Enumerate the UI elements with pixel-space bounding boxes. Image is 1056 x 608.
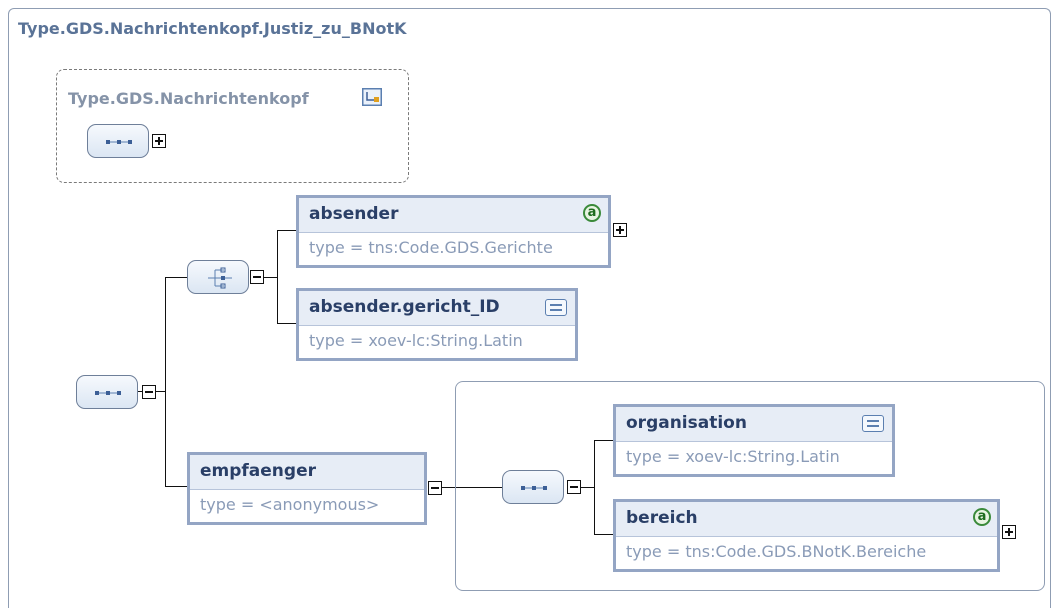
extension-base-frame (56, 69, 409, 183)
collapse-toggle-button[interactable] (142, 385, 156, 399)
element-name: empfaenger (200, 461, 316, 481)
extension-base-title: Type.GDS.Nachrichtenkopf (68, 89, 309, 108)
sequence-compositor-icon[interactable] (502, 470, 564, 504)
anonymous-type-frame (455, 381, 1045, 591)
element-header (616, 502, 997, 537)
expand-toggle-button[interactable] (613, 223, 627, 237)
element-header (299, 291, 575, 326)
element-header (616, 407, 892, 442)
type-link-icon[interactable] (362, 88, 382, 106)
element-name: absender.gericht_ID (309, 297, 500, 317)
connector-line (165, 486, 188, 487)
element-name: absender (309, 204, 399, 224)
element-organisation[interactable]: organisation type = xoev-lc:String.Latin (613, 404, 895, 477)
element-empfaenger[interactable]: empfaenger type = <anonymous> (187, 452, 427, 525)
connector-line (580, 487, 594, 488)
element-name: bereich (626, 508, 698, 528)
element-name: organisation (626, 413, 747, 433)
collapse-toggle-button[interactable] (250, 270, 264, 284)
connector-line (277, 323, 297, 324)
connector-line (594, 440, 614, 441)
element-type: type = <anonymous> (200, 495, 380, 514)
complex-type-frame (8, 8, 1051, 608)
documentation-icon (545, 299, 567, 316)
connector-line (442, 487, 502, 488)
complex-type-title: Type.GDS.Nachrichtenkopf.Justiz_zu_BNotK (18, 19, 407, 38)
choice-compositor-icon[interactable] (187, 260, 249, 294)
element-type: type = tns:Code.GDS.BNotK.Bereiche (626, 542, 927, 561)
attribute-icon: a (583, 204, 601, 222)
element-bereich[interactable]: bereich a type = tns:Code.GDS.BNotK.Bere… (613, 499, 1000, 572)
sequence-compositor-icon[interactable] (76, 375, 138, 409)
element-type: type = tns:Code.GDS.Gerichte (309, 238, 553, 257)
connector-line (277, 230, 278, 323)
connector-line (165, 277, 188, 278)
collapse-toggle-button[interactable] (567, 480, 581, 494)
documentation-icon (862, 415, 884, 432)
element-header (190, 455, 424, 490)
connector-line (165, 277, 166, 487)
connector-line (277, 230, 297, 231)
connector-line (263, 277, 277, 278)
element-type: type = xoev-lc:String.Latin (309, 331, 523, 350)
element-absender-gericht-id[interactable]: absender.gericht_ID type = xoev-lc:Strin… (296, 288, 578, 361)
element-type: type = xoev-lc:String.Latin (626, 447, 840, 466)
expand-toggle-button[interactable] (1002, 525, 1016, 539)
collapse-toggle-button[interactable] (428, 481, 442, 495)
element-header (299, 198, 608, 233)
expand-toggle-button[interactable] (152, 134, 166, 148)
connector-line (594, 534, 614, 535)
element-absender[interactable]: absender a type = tns:Code.GDS.Gerichte (296, 195, 611, 268)
sequence-compositor-icon[interactable] (87, 124, 149, 158)
attribute-icon: a (973, 508, 991, 526)
connector-line (594, 440, 595, 535)
